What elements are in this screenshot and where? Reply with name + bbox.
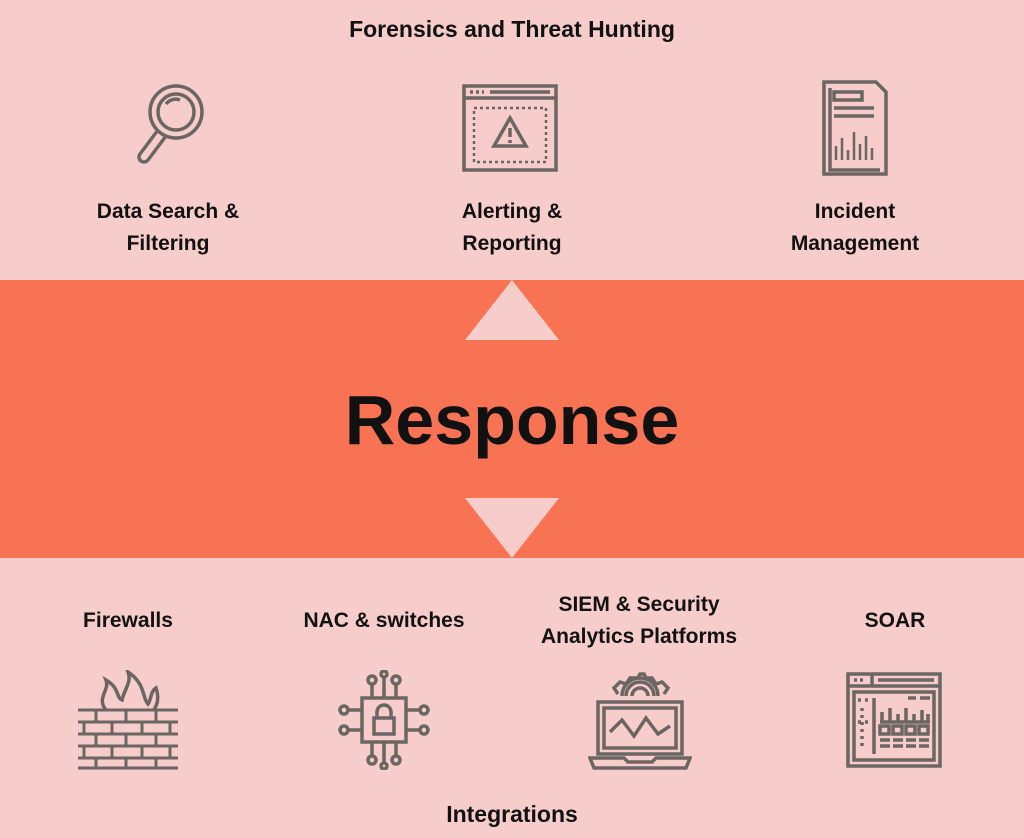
section-title-integrations: Integrations xyxy=(446,801,578,827)
item-soar: SOAR xyxy=(864,609,926,632)
report-document-icon xyxy=(822,80,888,176)
alert-window-icon xyxy=(462,84,558,172)
arrow-down-icon xyxy=(465,498,559,558)
firewall-icon xyxy=(78,670,178,770)
magnifier-icon xyxy=(137,84,204,164)
item-firewalls: Firewalls xyxy=(83,609,173,632)
laptop-gear-icon xyxy=(588,672,692,770)
section-title-forensics: Forensics and Threat Hunting xyxy=(349,16,675,42)
dashboard-window-icon xyxy=(846,672,942,768)
response-title: Response xyxy=(344,381,680,459)
arrow-up-icon xyxy=(465,280,559,340)
network-lock-icon xyxy=(338,670,430,770)
item-data-search: Data Search &Filtering xyxy=(96,200,240,255)
item-nac: NAC & switches xyxy=(303,609,465,632)
item-alerting: Alerting &Reporting xyxy=(461,200,563,255)
